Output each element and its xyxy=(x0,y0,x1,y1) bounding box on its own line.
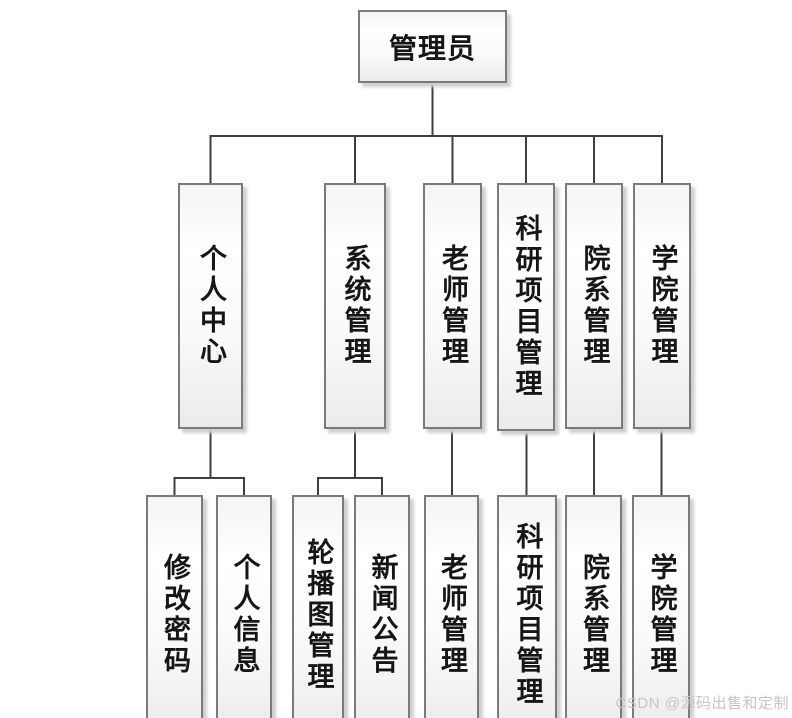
node-label: 个人中心 xyxy=(196,244,226,368)
node-college-mgmt-leaf: 学院管理 xyxy=(632,495,690,718)
node-teacher-mgmt-leaf: 老师管理 xyxy=(424,495,479,718)
node-news-announcement: 新闻公告 xyxy=(354,495,410,718)
connector-system-fork xyxy=(317,477,383,495)
node-college-mgmt: 学院管理 xyxy=(633,183,691,429)
node-label: 轮播图管理 xyxy=(303,537,334,693)
node-label: 新闻公告 xyxy=(367,553,398,677)
node-label: 院系管理 xyxy=(579,244,610,368)
node-system-mgmt: 系统管理 xyxy=(324,183,386,429)
node-admin: 管理员 xyxy=(358,10,507,83)
node-label: 科研项目管理 xyxy=(512,522,543,708)
csdn-watermark: CSDN @源码出售和定制 xyxy=(615,695,789,712)
connector-rail xyxy=(209,135,663,183)
node-label: 管理员 xyxy=(388,32,476,64)
node-department-mgmt: 院系管理 xyxy=(565,183,623,429)
node-label: 科研项目管理 xyxy=(511,214,542,400)
node-personal-info: 个人信息 xyxy=(216,495,272,718)
node-label: 学院管理 xyxy=(647,244,678,368)
node-label: 院系管理 xyxy=(579,553,609,677)
node-label: 系统管理 xyxy=(340,244,371,368)
node-label: 修改密码 xyxy=(160,553,190,677)
node-change-password: 修改密码 xyxy=(146,495,203,718)
connector-personal-fork xyxy=(173,477,245,495)
node-research-project-mgmt: 科研项目管理 xyxy=(497,183,555,431)
node-label: 个人信息 xyxy=(229,553,260,677)
node-label: 学院管理 xyxy=(646,553,677,677)
node-carousel-mgmt: 轮播图管理 xyxy=(292,495,344,718)
node-personal-center: 个人中心 xyxy=(178,183,243,429)
node-label: 老师管理 xyxy=(437,553,467,677)
node-teacher-mgmt: 老师管理 xyxy=(423,183,482,429)
node-research-project-mgmt-leaf: 科研项目管理 xyxy=(497,495,557,718)
node-label: 老师管理 xyxy=(438,244,468,368)
node-department-mgmt-leaf: 院系管理 xyxy=(565,495,622,718)
